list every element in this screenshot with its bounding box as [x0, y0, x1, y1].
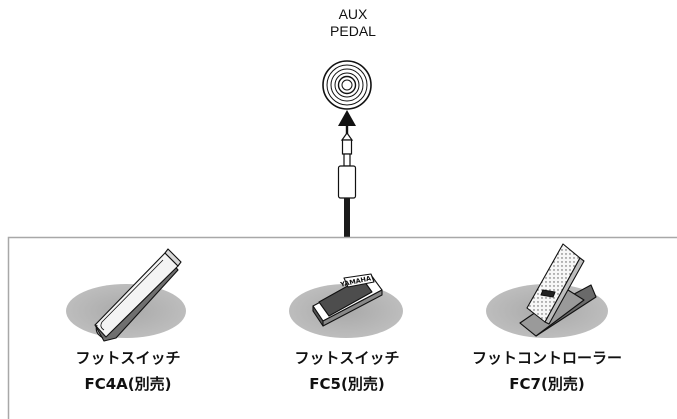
- insert-arrow-icon: [338, 110, 356, 126]
- fc5-pedal-icon: YAMAHA: [312, 273, 383, 327]
- pedal-model-fc7: FC7(別売): [509, 375, 585, 393]
- pedal-caption-fc4a: フットスイッチ FC4A(別売): [28, 345, 228, 397]
- pedal-model-fc4a: FC4A(別売): [84, 375, 172, 393]
- pedal-name-fc5: フットスイッチ: [294, 349, 400, 367]
- pedal-caption-fc7: フットコントローラー FC7(別売): [447, 345, 647, 397]
- fc7-pedal-icon: [519, 243, 597, 337]
- pedal-group-box: [7, 236, 677, 419]
- pedal-name-fc4a: フットスイッチ: [75, 349, 181, 367]
- jack-label-line1: AUX: [338, 6, 368, 22]
- pedal-model-fc5: FC5(別売): [309, 375, 385, 393]
- fc4a-pedal-icon: [94, 248, 182, 342]
- pedal-name-fc7: フットコントローラー: [471, 349, 622, 367]
- pedal-cable: [344, 198, 350, 238]
- jack-label-line2: PEDAL: [330, 23, 376, 39]
- aux-pedal-jack-icon: [322, 60, 372, 110]
- pedal-caption-fc5: フットスイッチ FC5(別売): [247, 345, 447, 397]
- phone-plug-icon: [337, 126, 357, 199]
- aux-pedal-jack-label: AUX PEDAL: [298, 6, 408, 40]
